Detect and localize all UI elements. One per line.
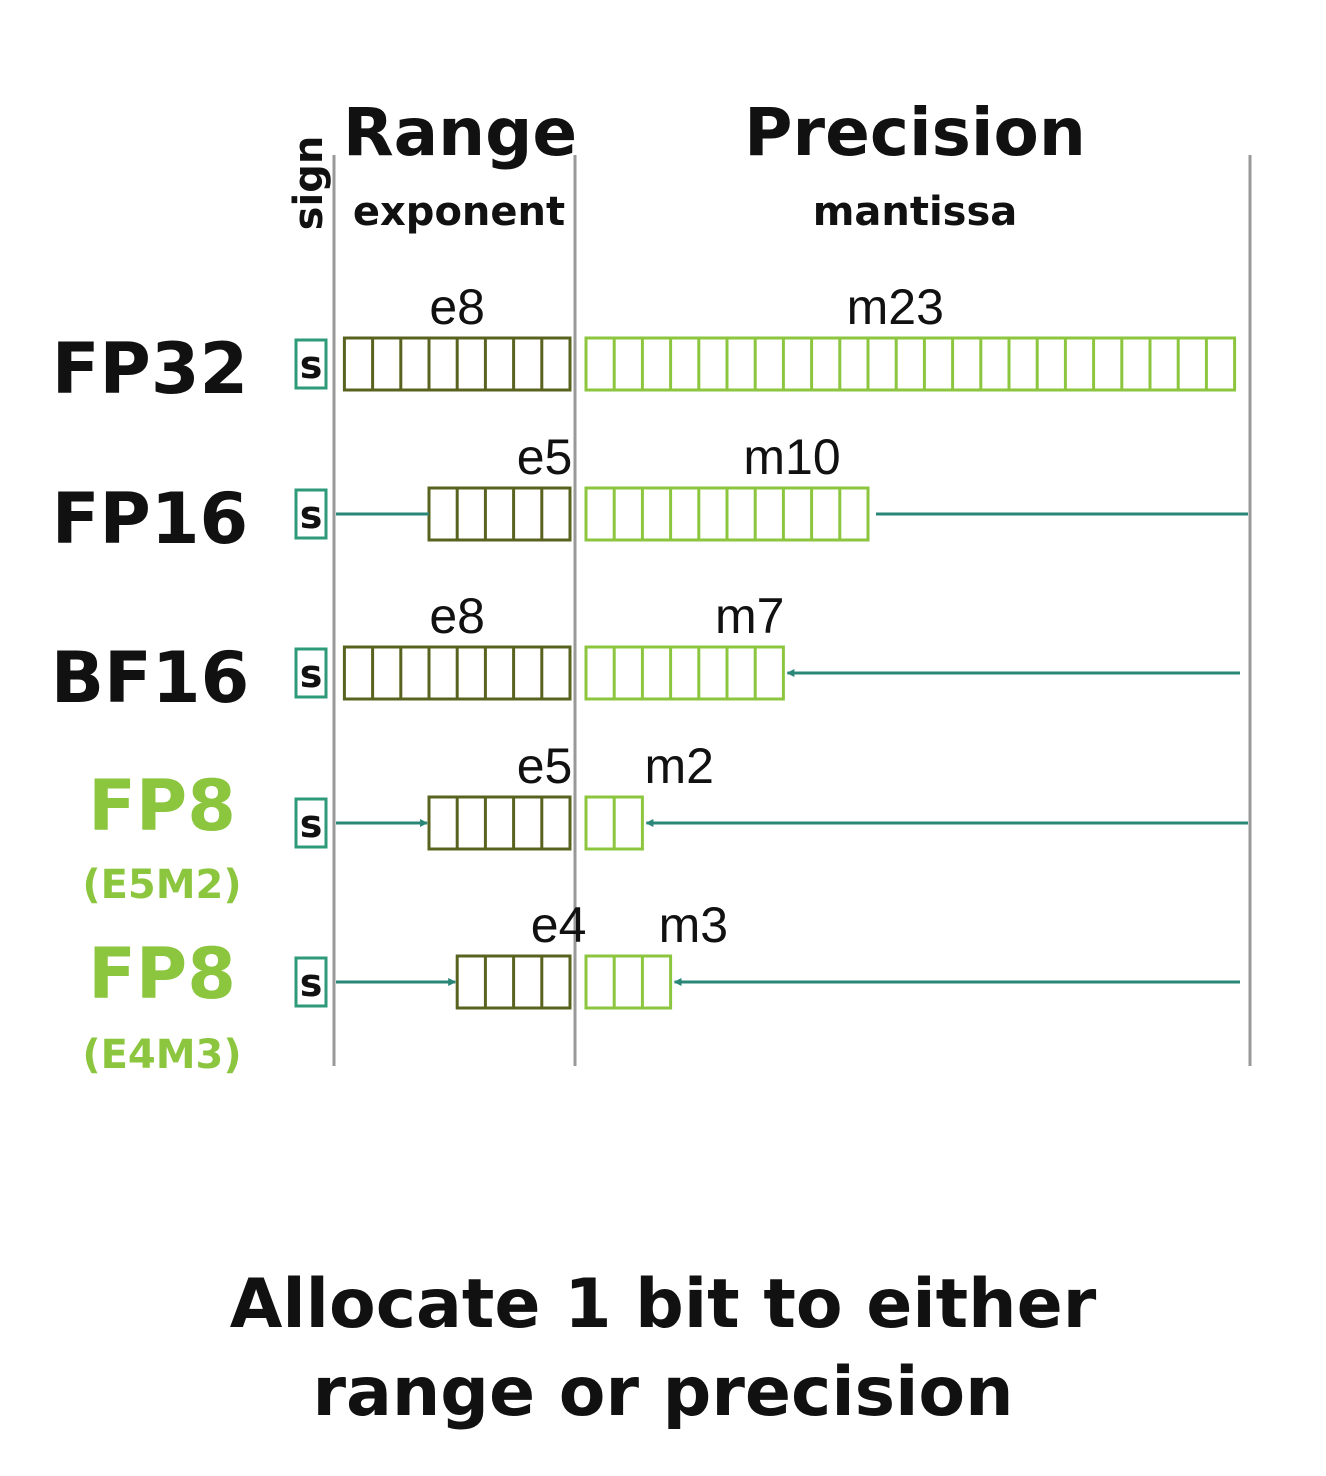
mantissa-label: m3 <box>659 897 728 953</box>
format-name: BF16 <box>51 637 250 719</box>
exponent-label: e4 <box>531 897 587 953</box>
format-name: FP8 <box>88 933 236 1015</box>
exponent-label: e8 <box>429 588 485 644</box>
mantissa-subheader: mantissa <box>813 189 1018 235</box>
sign-bit-box <box>294 647 328 699</box>
sign-header: sign <box>286 136 332 231</box>
sign-bit-box <box>294 488 328 540</box>
mantissa-label: m7 <box>715 588 784 644</box>
sign-bit-box <box>294 797 328 849</box>
caption-line-1: Allocate 1 bit to either <box>229 1265 1097 1344</box>
sign-bit-label: s <box>300 652 323 696</box>
exponent-subheader: exponent <box>353 189 565 235</box>
sign-bit-label: s <box>300 343 323 387</box>
mantissa-box <box>584 336 1237 392</box>
sign-bit-label: s <box>300 802 323 846</box>
format-name: FP32 <box>52 328 249 410</box>
format-name: FP8 <box>88 765 236 847</box>
mantissa-box <box>584 645 785 701</box>
format-subname: (E5M2) <box>82 862 241 908</box>
mantissa-label: m10 <box>743 429 840 485</box>
exponent-box <box>427 486 572 542</box>
caption-line-2: range or precision <box>312 1353 1014 1432</box>
mantissa-label: m2 <box>644 738 713 794</box>
sign-bit-box <box>294 956 328 1008</box>
format-subname: (E4M3) <box>82 1032 241 1078</box>
range-header: Range <box>343 94 577 171</box>
format-name: FP16 <box>52 478 249 560</box>
sign-bit-label: s <box>300 493 323 537</box>
exponent-label: e8 <box>429 279 485 335</box>
sign-bit-box <box>294 338 328 390</box>
mantissa-label: m23 <box>847 279 944 335</box>
precision-header: Precision <box>744 94 1086 171</box>
exponent-label: e5 <box>517 738 573 794</box>
mantissa-box <box>584 954 673 1010</box>
exponent-label: e5 <box>517 429 573 485</box>
sign-bit-label: s <box>300 961 323 1005</box>
exponent-box <box>427 795 572 851</box>
